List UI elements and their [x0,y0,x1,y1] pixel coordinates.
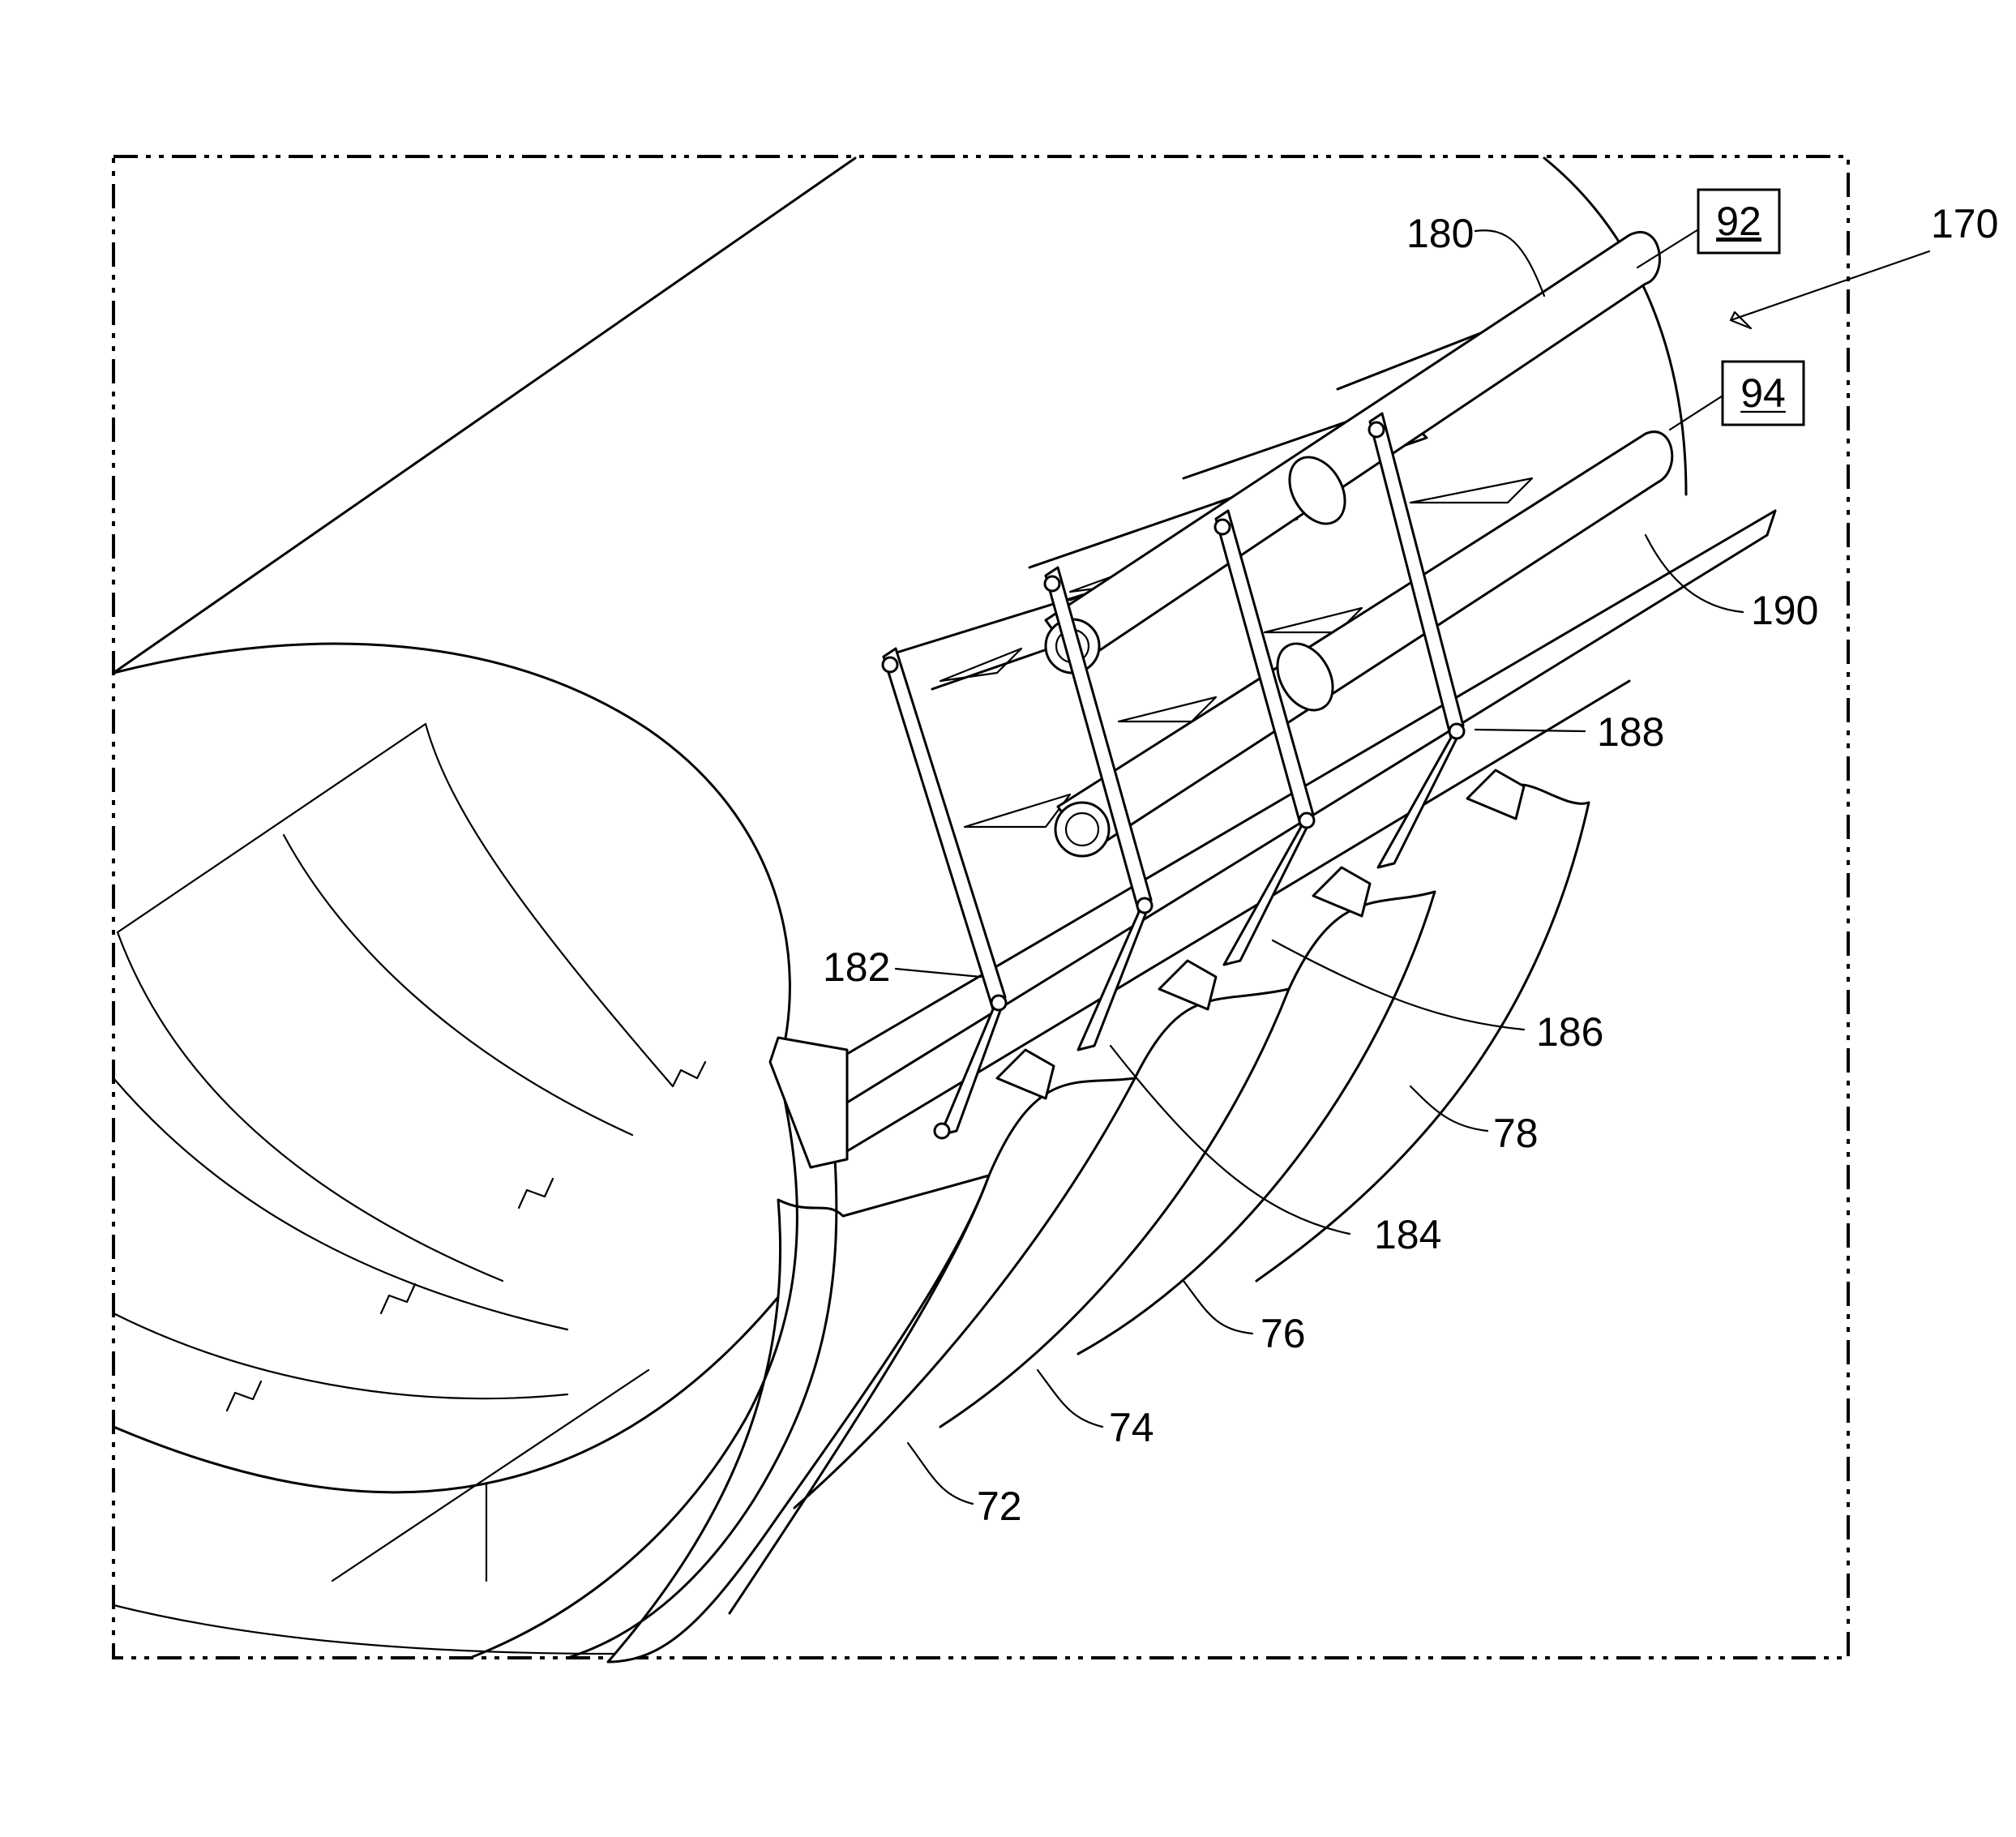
boxed-label-94: 94 [1721,360,1805,426]
ref-label-78: 78 [1493,1111,1539,1156]
duct-opening [112,642,791,1655]
lower-actuator-rod [1054,430,1674,858]
detail-boundary-frame [112,155,1850,1659]
ref-label-190: 190 [1751,588,1818,633]
guide-rail [845,509,1777,1153]
ref-label-170: 170 [1931,201,1998,246]
flap-panels [606,783,1590,1664]
ref-label-188: 188 [1597,709,1664,755]
ref-label-74: 74 [1109,1405,1154,1450]
ref-label-184: 184 [1374,1212,1441,1257]
svg-text:92: 92 [1716,199,1761,244]
front-hoop [469,1036,849,1659]
ref-label-186: 186 [1536,1009,1603,1055]
ref-label-180: 180 [1406,211,1474,256]
ref-label-182: 182 [823,944,890,990]
ref-label-72: 72 [977,1484,1022,1529]
boxed-label-92: 92 [1697,188,1781,255]
leader-lines [894,225,1931,1505]
hinge-lugs [995,769,1526,1100]
ref-label-76: 76 [1261,1311,1306,1356]
housing-outline [112,156,1688,674]
upper-actuator-rod [1044,231,1661,674]
linkage-arms [881,412,1466,1140]
svg-text:94: 94 [1740,370,1786,416]
